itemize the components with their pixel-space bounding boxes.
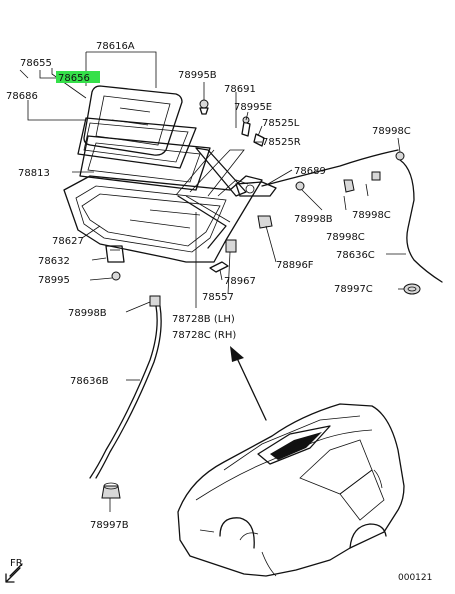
plug-78997C [403, 283, 421, 295]
sunroof-glass-panel [83, 85, 183, 156]
vehicle-outline [177, 403, 405, 577]
cable-78967 [209, 261, 229, 273]
label-78896F: 78896F [276, 260, 314, 271]
drawing-number: 000121 [398, 573, 432, 583]
label-78998B-mid: 78998B [294, 214, 333, 225]
plug-78997B [101, 482, 121, 499]
label-78998C-mid1: 78998C [352, 210, 391, 221]
label-78656: 78656 [58, 73, 90, 84]
drain-hose-78636C [261, 149, 443, 283]
grommet-78998C-b [371, 171, 381, 181]
sunshade-panel [79, 135, 211, 191]
grommet-78998B-mid [295, 181, 305, 191]
label-78636B: 78636B [70, 376, 109, 387]
grommet-78998C-a [343, 179, 355, 193]
label-78995: 78995 [38, 275, 70, 286]
bracket-78632 [105, 245, 125, 263]
grommet-78896F [257, 215, 273, 229]
location-arrow [230, 346, 267, 421]
bolt-78995B [199, 99, 209, 115]
label-78525R: 78525R [262, 137, 301, 148]
glass-weatherstrip [77, 117, 197, 169]
label-78632: 78632 [38, 256, 70, 267]
leader-lines [19, 51, 406, 512]
label-78728B: 78728B (LH) [172, 314, 235, 325]
label-78627: 78627 [52, 236, 84, 247]
label-78557: 78557 [202, 292, 234, 303]
drain-hose-78636B [89, 305, 162, 479]
label-78525L: 78525L [262, 118, 300, 129]
deflector [195, 147, 247, 197]
label-78813: 78813 [18, 168, 50, 179]
label-78616A: 78616A [96, 41, 135, 52]
part-labels: 78616A 78655 78656 78686 78995B 78691 78… [6, 41, 432, 583]
label-78998B-left: 78998B [68, 308, 107, 319]
clip-78525 [253, 133, 265, 147]
label-fr: FR [10, 558, 23, 569]
front-direction-arrow-icon [5, 563, 23, 583]
label-78995B: 78995B [178, 70, 217, 81]
label-78686: 78686 [6, 91, 38, 102]
grommet-78998B-left [149, 295, 161, 307]
label-78728C: 78728C (RH) [172, 330, 236, 341]
clip-78998C-top [395, 151, 405, 161]
label-78995E: 78995E [234, 102, 272, 113]
label-78636C: 78636C [336, 250, 375, 261]
label-78655: 78655 [20, 58, 52, 69]
label-78997C: 78997C [334, 284, 373, 295]
screw-78995 [111, 271, 121, 281]
highlight-78656 [56, 71, 100, 83]
label-78998C-mid2: 78998C [326, 232, 365, 243]
label-78691: 78691 [224, 84, 256, 95]
label-78689: 78689 [294, 166, 326, 177]
clip-78995E [241, 116, 251, 137]
label-78998C-top: 78998C [372, 126, 411, 137]
motor-78689 [235, 181, 277, 197]
label-78967: 78967 [224, 276, 256, 287]
clip-78557 [225, 239, 237, 253]
label-78997B: 78997B [90, 520, 129, 531]
side-rail-left [177, 195, 231, 249]
vehicle-sunroof-opening [257, 425, 331, 465]
